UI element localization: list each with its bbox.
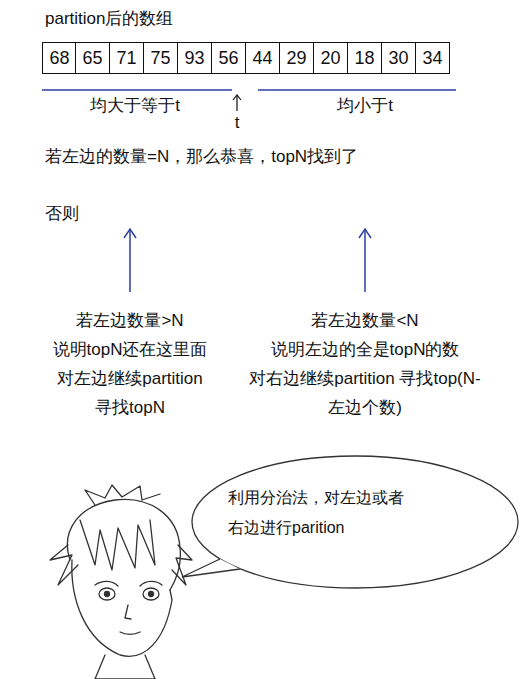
array-cell: 34	[415, 42, 450, 74]
array-value: 30	[382, 43, 415, 73]
array-value: 56	[212, 43, 245, 73]
array-cell: 93	[177, 42, 212, 74]
array-cell: 68	[42, 42, 77, 74]
array-value: 29	[280, 43, 313, 73]
array-value: 18	[348, 43, 381, 73]
bubble-tail	[182, 559, 240, 577]
note-text: 若左边数量<N 说明左边的全是topN的数 对右边继续partition 寻找t…	[245, 306, 485, 422]
bubble-shape	[192, 456, 518, 588]
array-value: 34	[416, 43, 449, 73]
note-text: 若左边的数量=N，那么恭喜，topN找到了	[45, 146, 358, 168]
up-arrow	[124, 229, 136, 292]
array-cell: 20	[313, 42, 348, 74]
group-underline	[258, 89, 456, 91]
array-value: 75	[144, 43, 177, 73]
array-cell: 30	[381, 42, 416, 74]
speech-bubble: 利用分治法，对左边或者 右边进行parition	[190, 455, 520, 590]
array-value: 65	[76, 43, 109, 73]
group-underline	[42, 89, 232, 91]
note-text: 均小于t	[337, 95, 393, 117]
array-value: 68	[43, 43, 76, 73]
array-value: 93	[178, 43, 211, 73]
array-value: 20	[314, 43, 347, 73]
note-text: partition后的数组	[45, 8, 173, 30]
array-cell: 65	[75, 42, 110, 74]
array-cell: 29	[279, 42, 314, 74]
bubble-text: 利用分治法，对左边或者 右边进行parition	[228, 483, 478, 543]
bubble-tail	[182, 559, 240, 577]
array-value: 44	[246, 43, 279, 73]
array-cell: 44	[245, 42, 280, 74]
array-cell: 75	[143, 42, 178, 74]
note-text: 均大于等于t	[90, 95, 180, 117]
note-text: 否则	[45, 203, 79, 225]
array-value: 71	[110, 43, 143, 73]
array-cell: 56	[211, 42, 246, 74]
array-cell: 71	[109, 42, 144, 74]
note-text: 若左边数量>N 说明topN还在这里面 对左边继续partition 寻找top…	[25, 306, 235, 422]
pointer-arrow	[233, 95, 241, 111]
array-cell: 18	[347, 42, 382, 74]
note-text: t	[235, 112, 240, 134]
cartoon-boy	[50, 485, 192, 679]
up-arrow	[359, 229, 371, 292]
